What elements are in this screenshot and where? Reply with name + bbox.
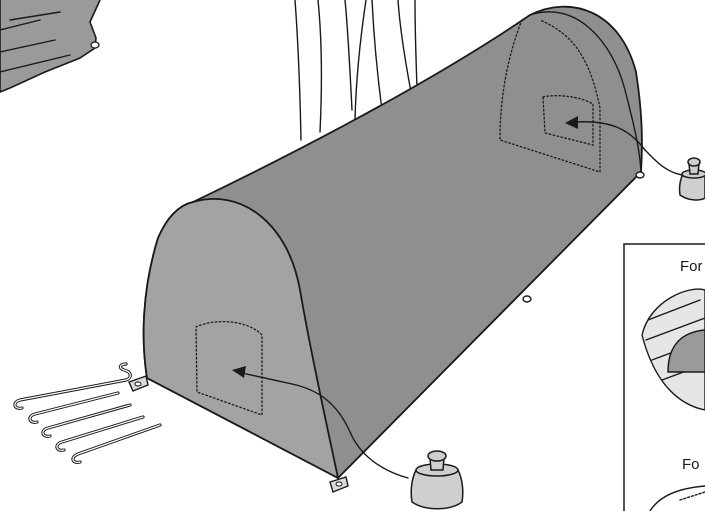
- tunnel-cover: [144, 7, 642, 478]
- anchor-loop-icon: [523, 296, 531, 302]
- ground-peg-icon: [15, 364, 130, 408]
- anchor-loop-icon: [330, 477, 348, 492]
- inset-label-top: For: [680, 258, 703, 275]
- anchor-loop-icon: [636, 172, 644, 178]
- ground-peg-icon: [73, 425, 160, 462]
- partial-object-top-left: [0, 0, 100, 92]
- ground-peg-icon: [30, 393, 118, 422]
- weight-icon: [680, 158, 705, 200]
- weight-icon: [411, 451, 463, 509]
- anchor-loop-icon: [129, 376, 148, 391]
- inset-label-bottom: Fo: [682, 456, 700, 473]
